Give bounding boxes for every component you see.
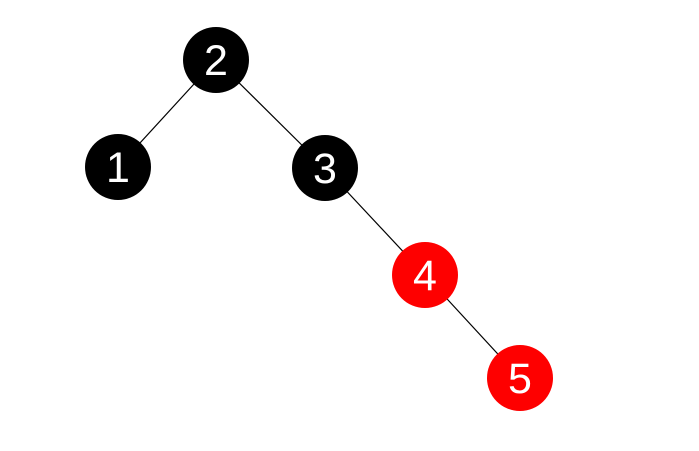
tree-node-1: 1 bbox=[85, 134, 151, 200]
tree-node-3: 3 bbox=[292, 135, 358, 201]
tree-node-label: 1 bbox=[106, 144, 130, 192]
tree-node-5: 5 bbox=[487, 345, 553, 411]
tree-node-circle-black bbox=[85, 134, 151, 200]
tree-node-label: 4 bbox=[413, 252, 437, 300]
tree-node-label: 5 bbox=[508, 355, 532, 403]
tree-node-4: 4 bbox=[392, 242, 458, 308]
tree-node-circle-black bbox=[292, 135, 358, 201]
tree-node-label: 3 bbox=[313, 145, 337, 193]
tree-node-2: 2 bbox=[183, 27, 249, 93]
tree-node-circle-red bbox=[487, 345, 553, 411]
tree-node-label: 2 bbox=[204, 37, 228, 85]
tree-node-circle-black bbox=[183, 27, 249, 93]
tree-node-circle-red bbox=[392, 242, 458, 308]
